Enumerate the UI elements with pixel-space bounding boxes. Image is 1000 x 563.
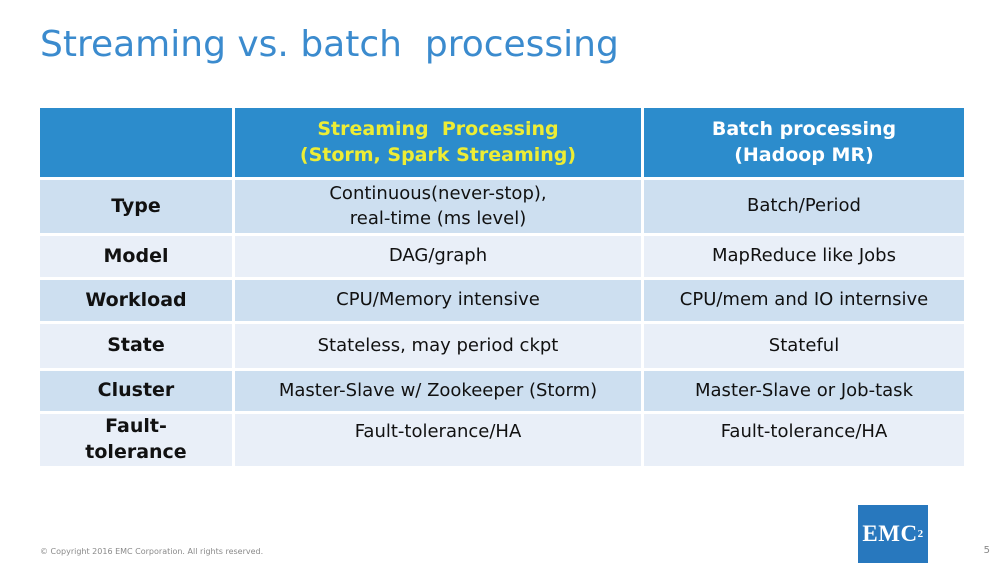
cell-cluster-streaming: Master-Slave w/ Zookeeper (Storm) — [235, 371, 641, 411]
cell-model-streaming: DAG/graph — [235, 236, 641, 277]
table-header-streaming: Streaming Processing (Storm, Spark Strea… — [235, 108, 641, 177]
cell-workload-batch: CPU/mem and IO internsive — [644, 280, 964, 321]
page-number: 5 — [983, 545, 990, 556]
cell-workload-streaming: CPU/Memory intensive — [235, 280, 641, 321]
row-label-type: Type — [40, 180, 232, 233]
table-header-empty — [40, 108, 232, 177]
cell-fault-streaming: Fault-tolerance/HA — [235, 414, 641, 466]
row-label-workload: Workload — [40, 280, 232, 321]
row-label-model: Model — [40, 236, 232, 277]
cell-cluster-batch: Master-Slave or Job-task — [644, 371, 964, 411]
row-label-state: State — [40, 324, 232, 368]
cell-state-batch: Stateful — [644, 324, 964, 368]
cell-type-streaming: Continuous(never-stop), real-time (ms le… — [235, 180, 641, 233]
comparison-table: Streaming Processing (Storm, Spark Strea… — [40, 108, 964, 466]
cell-type-batch: Batch/Period — [644, 180, 964, 233]
copyright-text: © Copyright 2016 EMC Corporation. All ri… — [40, 547, 264, 556]
page-title: Streaming vs. batch processing — [40, 24, 619, 65]
table-header-batch: Batch processing (Hadoop MR) — [644, 108, 964, 177]
emc-logo-text: EMC — [862, 521, 918, 546]
cell-state-streaming: Stateless, may period ckpt — [235, 324, 641, 368]
row-label-cluster: Cluster — [40, 371, 232, 411]
row-label-fault-tolerance: Fault- tolerance — [40, 414, 232, 466]
cell-model-batch: MapReduce like Jobs — [644, 236, 964, 277]
cell-fault-batch: Fault-tolerance/HA — [644, 414, 964, 466]
